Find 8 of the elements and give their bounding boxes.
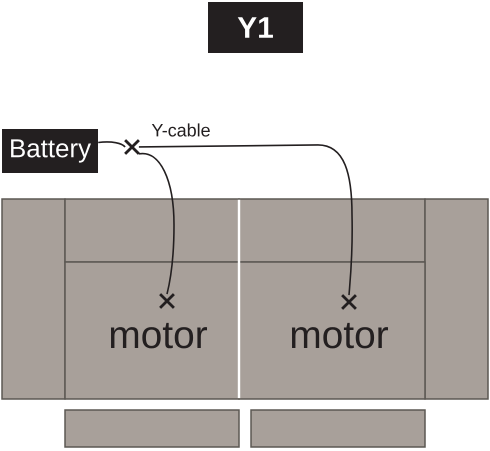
edge-label: Y-cable — [150, 122, 212, 138]
title-box: Y1 — [208, 2, 303, 53]
battery-box: Battery — [2, 128, 98, 173]
cross-mark — [124, 138, 140, 156]
cross-mark — [158, 292, 176, 310]
node-caption: motor — [292, 322, 388, 348]
cross-mark — [340, 294, 358, 310]
node-caption: motor — [110, 322, 208, 348]
